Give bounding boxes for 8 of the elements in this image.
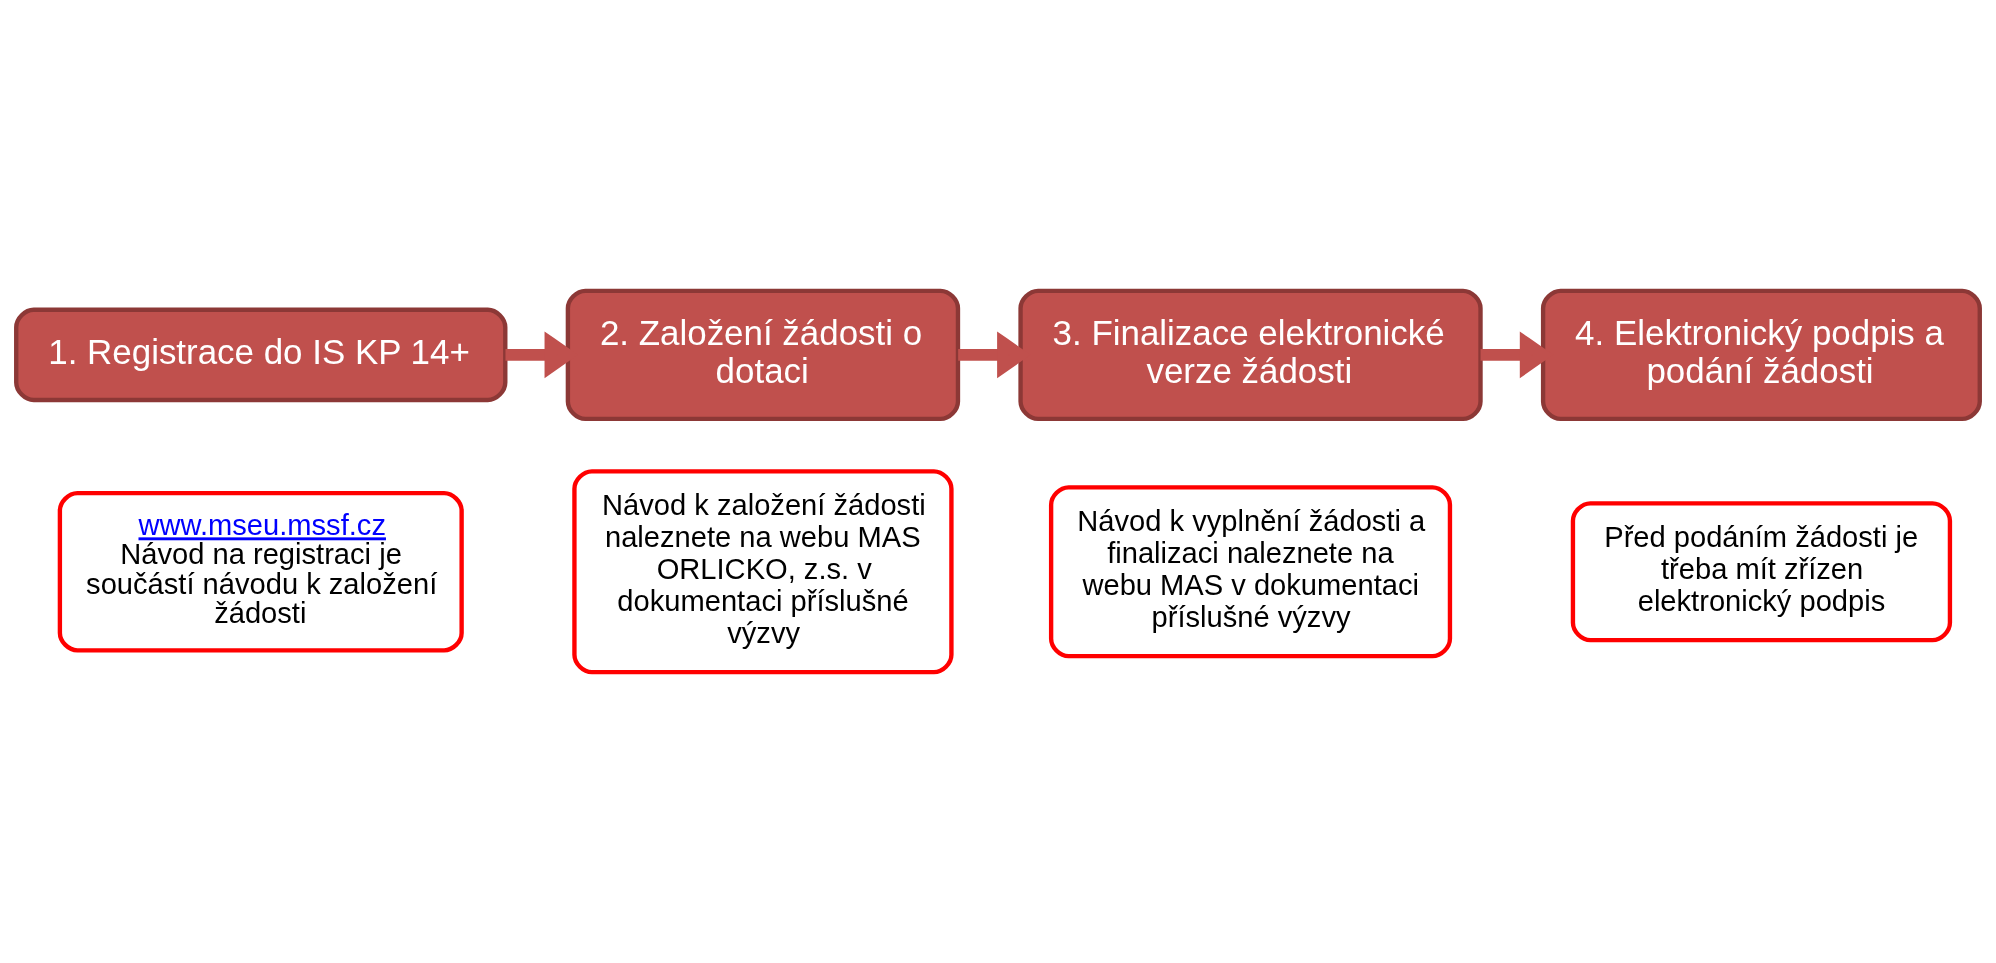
node-box: 1. Registrace do IS KP 14+ [14, 307, 508, 403]
node-box: Před podáním žádosti je třeba mít zřízen elektronický podpis [1570, 501, 1953, 643]
node-box: www.mseu.mssf.cz Návod na registraci je součástí návodu k založení žádosti [57, 490, 464, 653]
node-box: 3. Finalizace elektronické verze žádosti [1018, 288, 1483, 422]
node-box: 4. Elektronický podpis a podání žádosti [1540, 288, 1982, 422]
node-box: 2. Založení žádosti o dotaci [565, 288, 961, 422]
node-box: Návod k vyplnění žádosti a finalizaci naleznete na webu MAS v dokumentaci příslušné výzvy [1048, 485, 1453, 659]
node-box: Návod k založení žádosti naleznete na webu MAS ORLICKO, z.s. v dokumentaci příslušné výzvy [572, 469, 954, 675]
